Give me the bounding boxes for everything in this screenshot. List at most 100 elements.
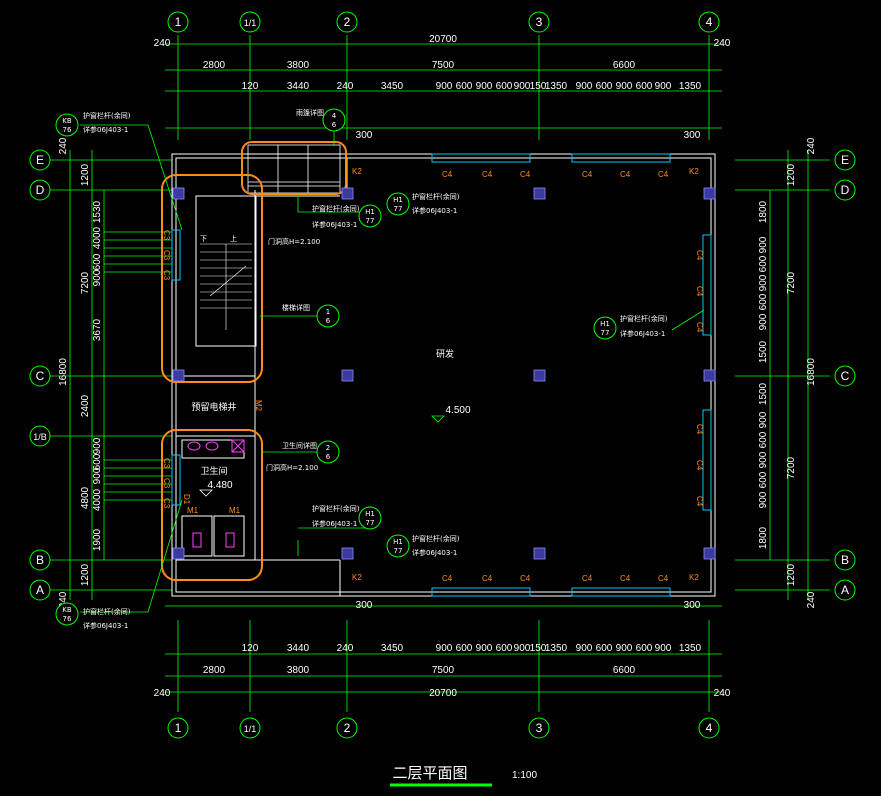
drawing-scale: 1:100	[512, 770, 537, 781]
dim-top-bay-4: 6600	[613, 60, 636, 71]
dim-top-op-9: 900	[514, 81, 531, 92]
dim-right-detail-12: 1800	[758, 526, 769, 549]
tag-c4-bot-2: C4	[482, 574, 493, 583]
dim-top-op-12: 900	[576, 81, 593, 92]
tag-c4-right-5: C4	[695, 460, 704, 471]
notes: 护窗栏杆(余同) 详参06J403-1 护窗栏杆(余同) 详参06J403-1 …	[83, 108, 668, 630]
dim-bot-op-10: 150	[530, 643, 547, 654]
dim-bot-op-4: 3450	[381, 643, 404, 654]
note-ref-right: 详参06J403-1	[620, 329, 665, 338]
drawing-title: 二层平面图	[392, 764, 467, 782]
axis-label-e-right: E	[841, 153, 849, 167]
elevation-mark-wc-icon	[199, 489, 213, 497]
tag-c4-top-6: C4	[658, 170, 669, 179]
axis-label-1-bottom: 1	[175, 721, 182, 735]
callout-h1-5: H1	[393, 538, 403, 546]
dim-top-offset-right: 300	[684, 130, 701, 141]
highlight-outlines	[161, 141, 347, 581]
dim-right-detail-5: 600	[758, 293, 769, 310]
dim-top-edge-left: 240	[154, 38, 171, 49]
dim-left-detail-4: 900	[92, 269, 103, 286]
callout-n1: 1	[326, 308, 330, 316]
dim-bot-op-8: 600	[496, 643, 513, 654]
tag-m1-right: M1	[229, 506, 241, 515]
callout-d-ref-2: 6	[326, 453, 331, 461]
tag-c3-left-4: C3	[162, 458, 171, 469]
dim-left-detail-5: 3670	[92, 318, 103, 341]
note-door-h-stair: 门洞高H=2.100	[268, 237, 320, 246]
dim-right-bay-6: 1200	[786, 563, 797, 586]
tag-c4-bot-4: C4	[582, 574, 593, 583]
note-stair-detail: 楼梯详图	[282, 303, 310, 312]
dim-left-total: 16800	[58, 358, 69, 386]
axis-label-3-top: 3	[536, 15, 543, 29]
callout-kb-top: KB	[62, 117, 72, 125]
dim-left-detail-1: 1530	[92, 200, 103, 223]
callout-77-1: 77	[394, 205, 403, 213]
dim-left-detail-8: 900	[92, 467, 103, 484]
dim-bot-edge-left: 240	[154, 688, 171, 699]
note-canopy: 雨篷详图	[296, 108, 324, 117]
dim-bot-op-6: 600	[456, 643, 473, 654]
elevation-main: 4.500	[445, 405, 470, 416]
dim-left-detail-6: 900	[92, 437, 103, 454]
dim-bot-op-1: 120	[242, 643, 259, 654]
note-guard-wc: 护窗栏杆(余同)	[312, 504, 360, 513]
dim-top-op-14: 900	[616, 81, 633, 92]
stair-treads	[200, 243, 252, 330]
room-label-wc: 卫生间	[200, 465, 227, 477]
dim-bot-bay-4: 6600	[613, 665, 636, 676]
dim-top-op-6: 600	[456, 81, 473, 92]
dim-left-detail-9: 4000	[92, 488, 103, 511]
dim-top-op-17: 1350	[679, 81, 702, 92]
tag-c4-bot-3: C4	[520, 574, 531, 583]
dim-right-bay-2: 7200	[786, 271, 797, 294]
dim-left-bay-1: 1200	[80, 163, 91, 186]
dim-top-op-3: 240	[337, 81, 354, 92]
note-ref-top-mid: 详参06J403-1	[412, 206, 457, 215]
note-guard-bot-mid: 护窗栏杆(余同)	[412, 534, 460, 543]
dim-bot-op-3: 240	[337, 643, 354, 654]
dim-bot-op-15: 600	[636, 643, 653, 654]
dim-bot-op-13: 600	[596, 643, 613, 654]
callout-77-3: 77	[601, 329, 610, 337]
callout-kb-bot: KB	[62, 606, 72, 614]
dim-right-bay-3: 1500	[758, 340, 769, 363]
note-ref-stair: 详参06J403-1	[312, 220, 357, 229]
dim-top-op-16: 900	[655, 81, 672, 92]
tag-c4-bot-6: C4	[658, 574, 669, 583]
dim-left-edge-bottom: 240	[58, 591, 69, 608]
note-wc-detail: 卫生间详图	[282, 441, 317, 450]
note-door-h-wc: 门洞高H=2.100	[266, 463, 318, 472]
dim-left-bay-4: 4800	[80, 486, 91, 509]
dim-bot-total: 20700	[429, 688, 457, 699]
tag-c3-left-2: C3	[162, 250, 171, 261]
dim-bot-op-7: 900	[476, 643, 493, 654]
label-elevator-shaft: 预留电梯井	[191, 401, 236, 413]
axis-label-2-top: 2	[344, 15, 351, 29]
callout-n4: 4	[332, 112, 337, 120]
callout-h1-4: H1	[365, 510, 375, 518]
stair-up-label: 上	[230, 234, 237, 243]
dim-top-bay-1: 2800	[203, 60, 226, 71]
axis-label-a-right: A	[841, 583, 849, 597]
note-guard-stair: 护窗栏杆(余同)	[312, 204, 360, 213]
tag-c3-left-3: C3	[162, 270, 171, 281]
axis-label-3-bottom: 3	[536, 721, 543, 735]
dim-right-detail-1: 1800	[758, 200, 769, 223]
room-label-rd: 研发	[436, 348, 454, 360]
dim-bot-op-5: 900	[436, 643, 453, 654]
dim-bot-op-11: 1350	[545, 643, 568, 654]
dim-right-detail-6: 900	[758, 313, 769, 330]
tag-c3-left-1: C3	[162, 230, 171, 241]
dim-left-detail-3: 600	[92, 253, 103, 270]
axis-label-e-left: E	[36, 153, 44, 167]
axis-label-b-right: B	[841, 553, 849, 567]
dim-top-op-15: 600	[636, 81, 653, 92]
callout-h1-1: H1	[393, 196, 403, 204]
dim-top-op-10: 150	[530, 81, 547, 92]
dim-lines-side	[69, 150, 809, 600]
window-tags: C4 C4 C4 C4 C4 C4 C4 C4 C4 C4 C4 C4 C4 C…	[162, 167, 704, 583]
axis-label-4-top: 4	[706, 15, 713, 29]
